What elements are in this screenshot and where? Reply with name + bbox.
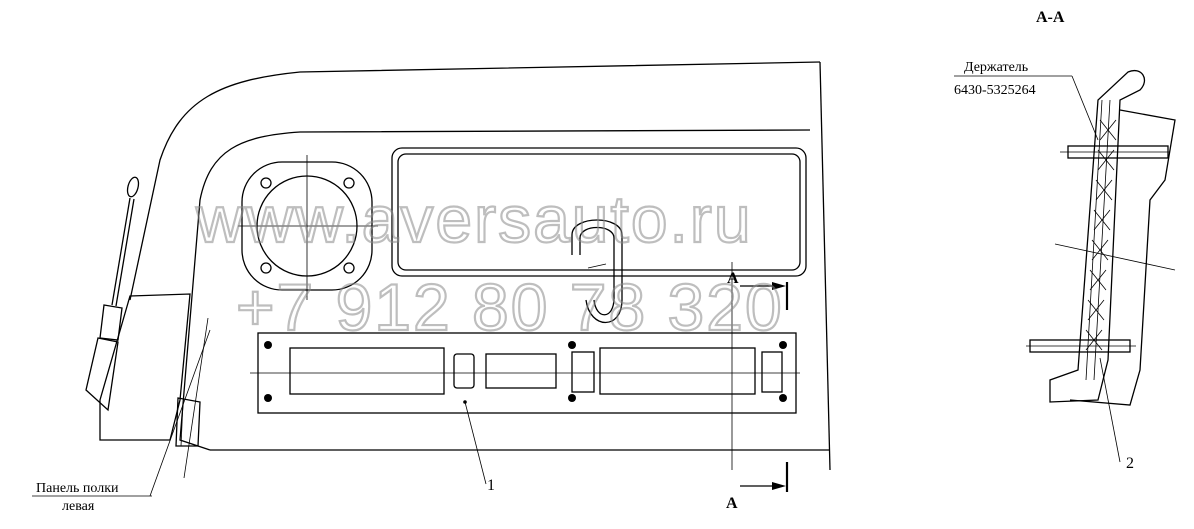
section-title: А-А: [1036, 9, 1065, 26]
leader-lines: [32, 329, 487, 497]
section-view: [954, 69, 1176, 463]
watermark-phone: +7 912 80 78 320: [236, 270, 784, 344]
cab-panel-outline: [129, 61, 831, 471]
panel-label-name: Панель полки: [36, 481, 119, 496]
callout-1: 1: [487, 477, 495, 494]
cable-loop: [571, 219, 623, 324]
speaker: [238, 155, 378, 300]
section-marker-top: А: [727, 270, 739, 287]
holder-label-name: Держатель: [964, 60, 1028, 75]
panel-label-side: левая: [62, 499, 95, 514]
antenna: [85, 176, 140, 412]
section-cut-line: [731, 262, 789, 492]
section-marker-bottom: А: [726, 495, 738, 512]
equipment-panel: [250, 332, 800, 414]
callout-2: 2: [1126, 455, 1134, 472]
left-shelf-body: [99, 293, 209, 479]
holder-label-part-number: 6430-5325264: [954, 83, 1036, 98]
watermark-site: www.aversauto.ru: [195, 182, 753, 256]
upper-recess: [391, 147, 807, 277]
